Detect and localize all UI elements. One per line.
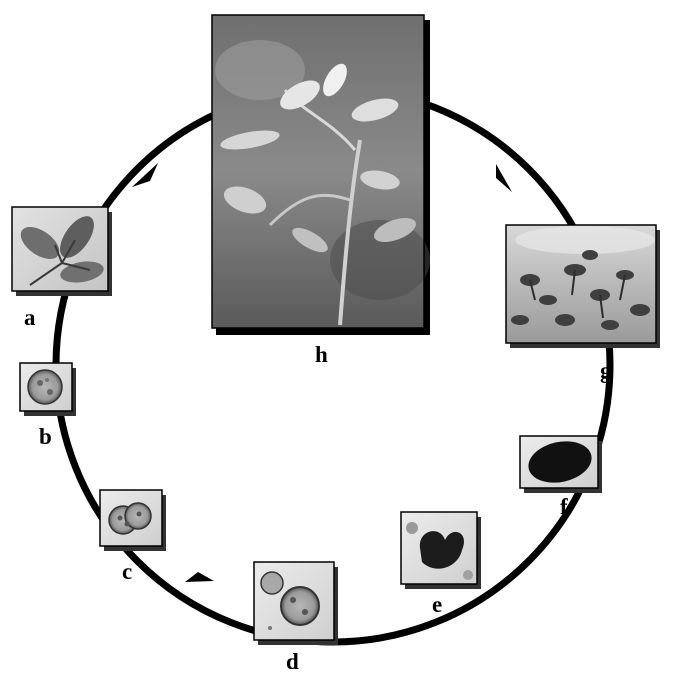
image-seed: [519, 435, 602, 493]
arrow-upper-right: [496, 164, 512, 192]
label-b: b: [39, 424, 52, 449]
label-g: g: [600, 358, 612, 383]
image-leaf: [11, 206, 112, 296]
arrow-lower-left: [185, 572, 214, 582]
image-embryo: [400, 511, 481, 589]
image-plant: [211, 14, 430, 335]
image-cell-cluster: [253, 561, 338, 645]
image-seedlings: [505, 224, 660, 348]
image-single-cell: [19, 362, 76, 416]
arrow-upper-left: [132, 163, 158, 187]
label-a: a: [24, 305, 36, 330]
label-f: f: [560, 494, 568, 519]
label-e: e: [432, 592, 442, 617]
image-dividing-cells: [99, 489, 166, 551]
label-d: d: [286, 649, 299, 674]
label-c: c: [122, 559, 132, 584]
label-h: h: [315, 342, 328, 367]
